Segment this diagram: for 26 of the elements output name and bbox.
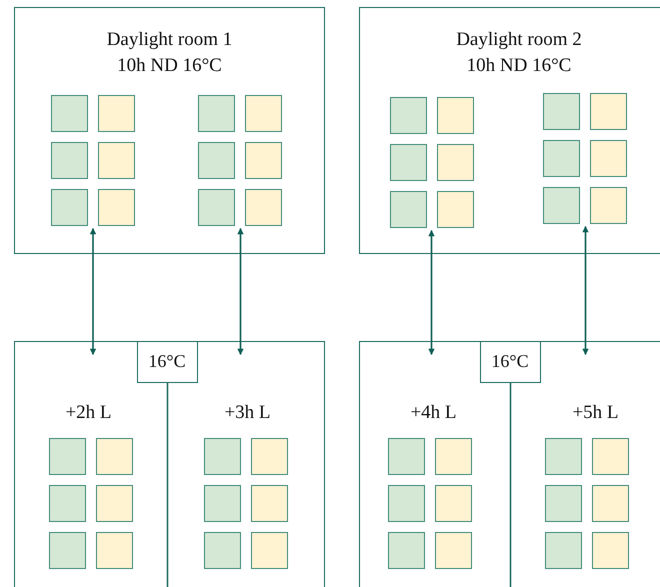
- room-box: [14, 7, 325, 254]
- tile-grid: [388, 438, 473, 571]
- treatment-label: +2h L: [64, 400, 113, 424]
- tile-grid: [204, 438, 290, 571]
- double-arrow: [582, 226, 589, 356]
- double-arrow: [237, 228, 244, 356]
- tile-grid: [545, 438, 631, 571]
- chamber-box: [14, 341, 325, 587]
- temperature-box: 16°C: [136, 340, 198, 382]
- tile-grid: [542, 92, 628, 226]
- tile-grid: [49, 438, 135, 571]
- room-conditions: 10h ND 16°C: [466, 54, 572, 78]
- room-title: Daylight room 1: [106, 28, 234, 52]
- treatment-label: +4h L: [409, 400, 458, 424]
- temperature-box: 16°C: [480, 340, 540, 382]
- chamber-box: [359, 341, 660, 587]
- double-arrow: [90, 228, 96, 356]
- tile-grid: [390, 96, 474, 230]
- double-arrow: [428, 230, 435, 356]
- treatment-label: +5h L: [571, 400, 620, 424]
- treatment-label: +3h L: [223, 400, 272, 424]
- room-conditions: 10h ND 16°C: [116, 54, 223, 78]
- room-title: Daylight room 2: [455, 28, 583, 52]
- room-box: [359, 7, 660, 254]
- tile-grid: [50, 94, 136, 228]
- tile-grid: [198, 94, 284, 228]
